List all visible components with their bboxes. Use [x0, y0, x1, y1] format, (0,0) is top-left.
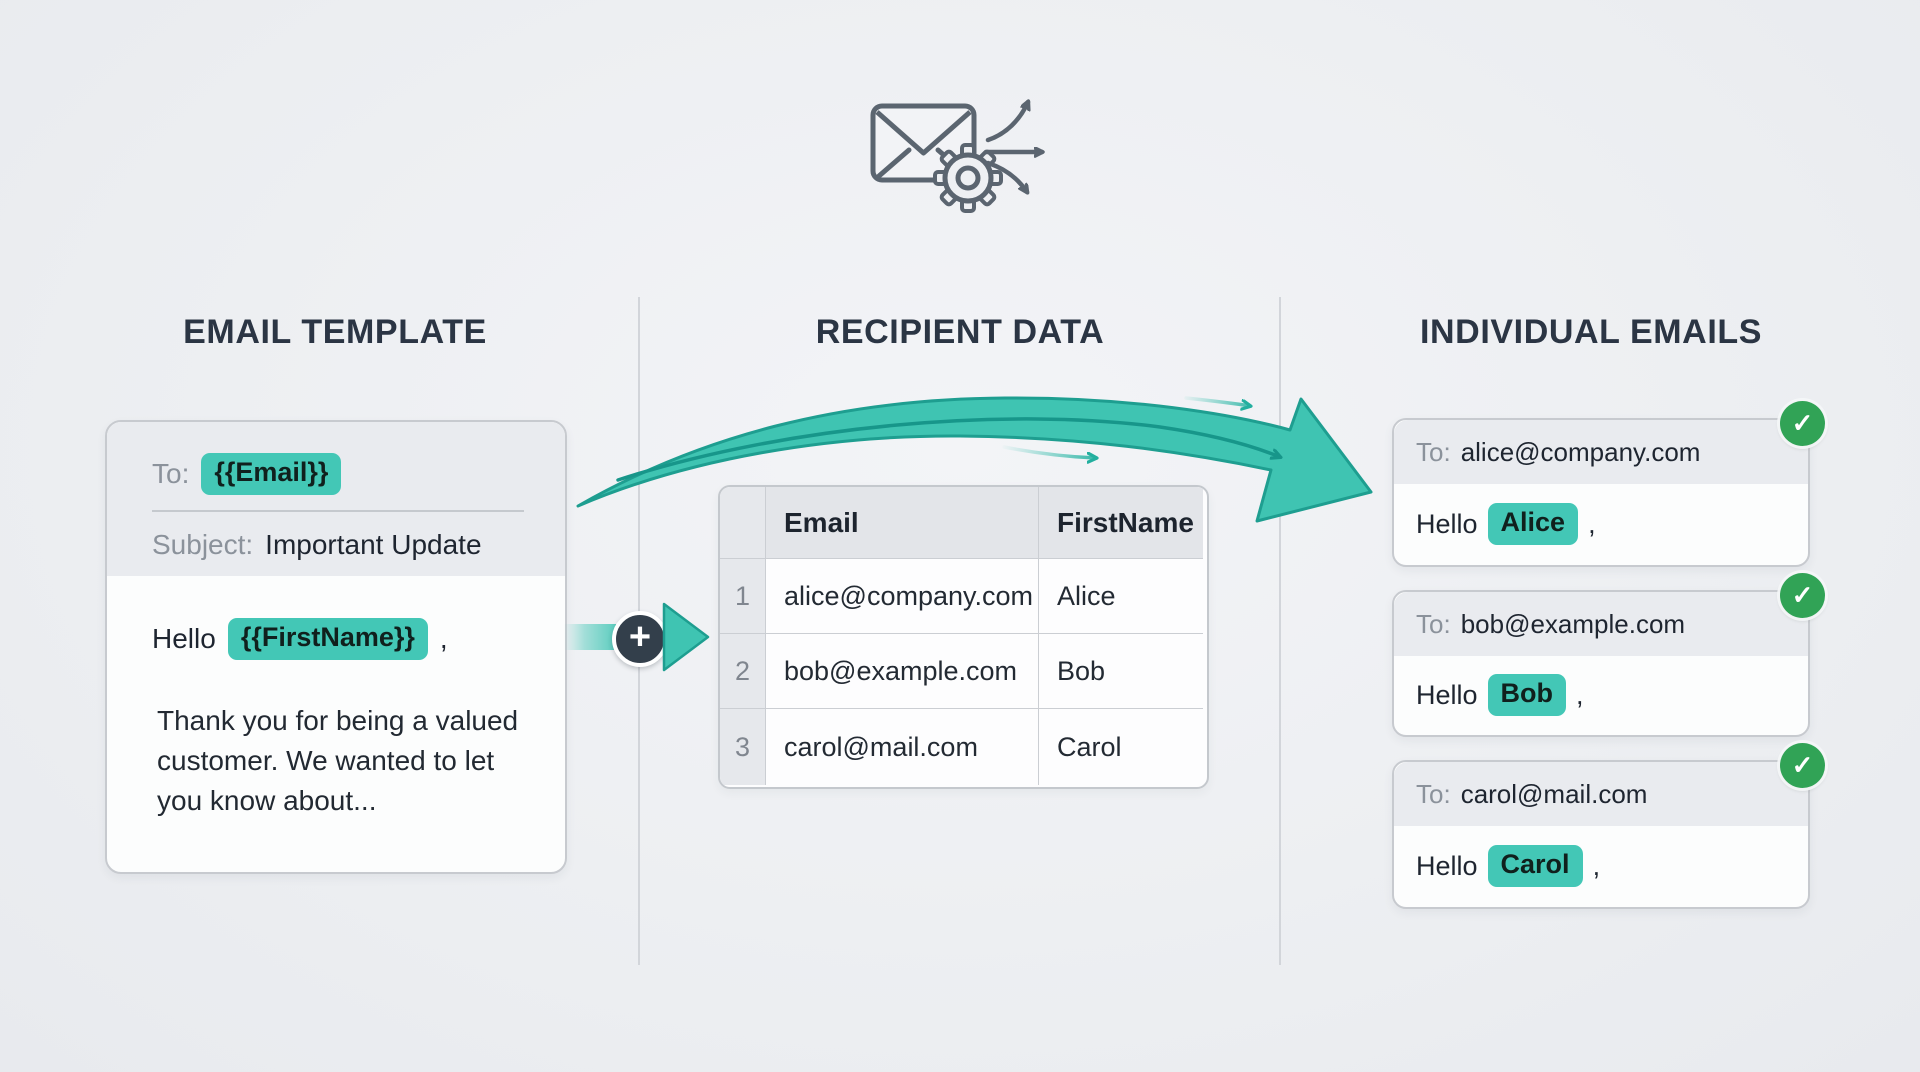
subject-label: Subject: — [152, 529, 254, 560]
name-chip: Carol — [1487, 845, 1583, 887]
row-number: 1 — [720, 559, 766, 634]
greeting-suffix: , — [1576, 679, 1584, 710]
to-address: carol@mail.com — [1460, 778, 1648, 809]
template-body-line3: you know about... — [157, 785, 377, 816]
email-variable-chip: {{Email}} — [201, 453, 342, 495]
greeting-prefix: Hello — [1416, 508, 1478, 539]
recipients-column-title: RECIPIENT DATA — [815, 313, 1105, 351]
table-header-email: Email — [766, 487, 1039, 559]
cell-email: bob@example.com — [766, 634, 1039, 709]
firstname-variable-chip: {{FirstName}} — [227, 618, 428, 660]
to-label: To: — [152, 458, 190, 489]
cell-email: alice@company.com — [766, 559, 1039, 634]
merge-connector-arrowhead-icon — [662, 602, 710, 672]
individual-email-card-carol: To: carol@mail.com Hello Carol , ✓ — [1392, 743, 1825, 909]
greeting-suffix: , — [439, 623, 448, 654]
sent-check-badge: ✓ — [1780, 401, 1825, 446]
plus-icon: + — [628, 616, 652, 658]
check-icon: ✓ — [1791, 408, 1814, 438]
greeting-prefix: Hello — [1416, 850, 1478, 881]
individual-email-card-alice: To: alice@company.com Hello Alice , ✓ — [1392, 401, 1825, 567]
row-number: 2 — [720, 634, 766, 709]
template-column-title: EMAIL TEMPLATE — [183, 313, 487, 351]
cell-email: carol@mail.com — [766, 709, 1039, 785]
fan-arrows-icon — [983, 102, 1042, 192]
to-label: To: — [1416, 608, 1451, 639]
name-chip: Bob — [1487, 674, 1567, 716]
cell-firstname: Carol — [1039, 709, 1203, 785]
row-number: 3 — [720, 709, 766, 785]
gear-icon — [933, 143, 1003, 213]
to-label: To: — [1416, 436, 1451, 467]
recipient-data-table: Email FirstName 1 alice@company.com Alic… — [718, 485, 1209, 789]
individual-email-card-bob: To: bob@example.com Hello Bob , ✓ — [1392, 573, 1825, 737]
template-card-header — [107, 422, 565, 576]
envelope-icon — [870, 103, 977, 183]
merge-gradient-band — [564, 624, 616, 650]
check-icon: ✓ — [1791, 750, 1814, 780]
name-chip: Alice — [1487, 503, 1579, 545]
email-template-card: To: {{Email}} Subject: Important Update … — [105, 420, 567, 874]
small-arrow-icon — [1184, 396, 1250, 406]
to-label: To: — [1416, 778, 1451, 809]
table-corner-cell — [720, 487, 766, 559]
column-divider-right — [1279, 297, 1281, 965]
email-card-header — [1394, 420, 1808, 484]
cell-firstname: Bob — [1039, 634, 1203, 709]
email-card-header — [1394, 762, 1808, 826]
template-body-line2: customer. We wanted to let — [157, 745, 495, 776]
greeting-suffix: , — [1592, 850, 1601, 881]
email-card-header — [1394, 592, 1808, 656]
to-address: alice@company.com — [1460, 436, 1701, 467]
template-body-line1: Thank you for being a valued — [157, 705, 519, 736]
mail-merge-icon — [870, 70, 1100, 213]
small-arrow-icon — [1002, 445, 1096, 458]
template-header-divider — [152, 510, 524, 512]
plus-badge: + — [612, 611, 668, 667]
greeting-prefix: Hello — [1416, 679, 1478, 710]
individual-column-title: INDIVIDUAL EMAILS — [1419, 313, 1763, 351]
subject-value: Important Update — [265, 529, 482, 560]
sent-check-badge: ✓ — [1780, 743, 1825, 788]
table-header-firstname: FirstName — [1039, 487, 1203, 559]
to-address: bob@example.com — [1460, 608, 1686, 639]
check-icon: ✓ — [1791, 580, 1814, 610]
sent-check-badge: ✓ — [1780, 573, 1825, 618]
merge-arrow-inner-line — [616, 417, 1280, 482]
greeting-prefix: Hello — [152, 623, 216, 654]
greeting-suffix: , — [1588, 508, 1596, 539]
cell-firstname: Alice — [1039, 559, 1203, 634]
